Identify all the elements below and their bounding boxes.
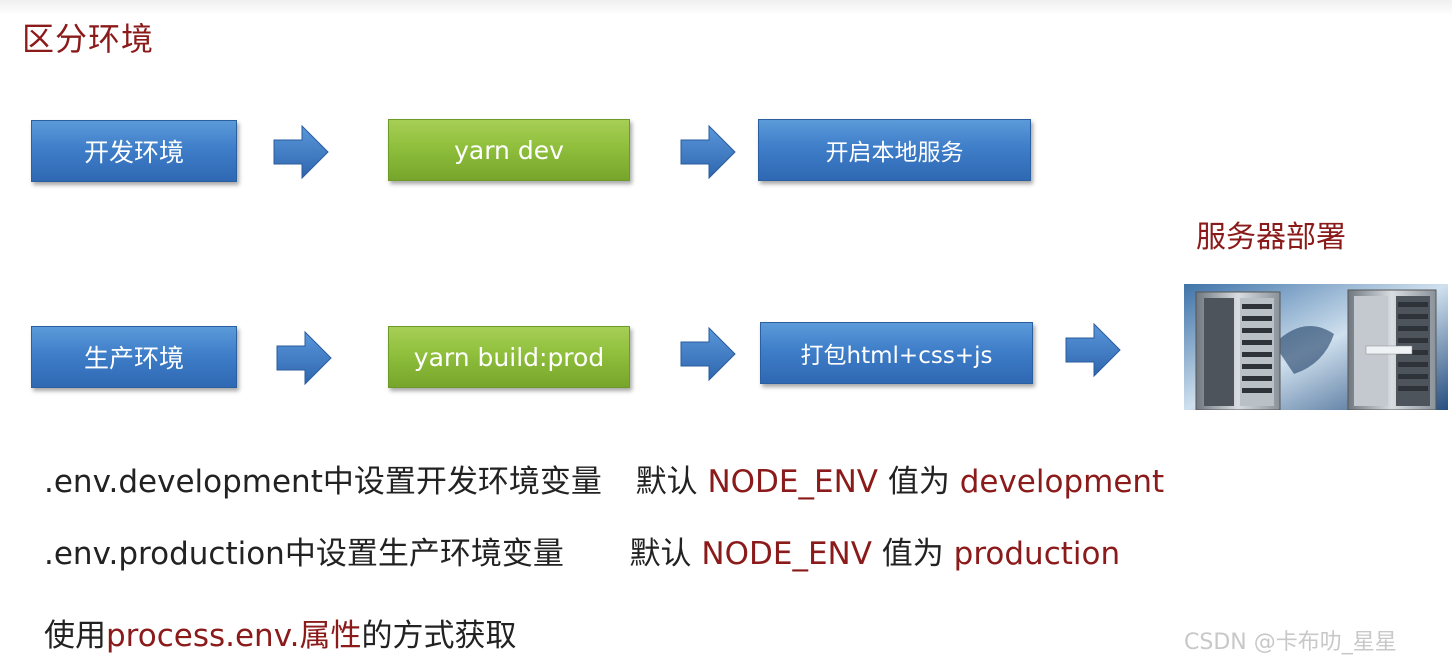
usage-note-line: 使用process.env.属性的方式获取 — [44, 610, 517, 655]
prod-var-name: NODE_ENV — [701, 536, 872, 572]
usage-highlight-attr: 属性 — [299, 618, 362, 654]
server-rack-image — [1184, 284, 1448, 410]
page-title: 区分环境 — [22, 20, 155, 58]
dev-default-label: 默认 — [635, 464, 698, 500]
right-arrow-icon — [273, 124, 329, 180]
watermark: CSDN @卡布叻_星星 — [1184, 630, 1397, 655]
header-band — [0, 0, 1452, 16]
dev-env-box: 开发环境 — [31, 120, 237, 182]
dev-value-label: 值为 — [887, 464, 950, 500]
prod-var-value: production — [953, 536, 1121, 572]
usage-prefix: 使用 — [44, 618, 106, 654]
dev-env-desc: 中设置开发环境变量 — [322, 464, 602, 500]
prod-result-box: 打包html+css+js — [760, 322, 1033, 384]
usage-highlight-env: process.env. — [106, 618, 300, 654]
dev-result-box: 开启本地服务 — [758, 119, 1031, 181]
prod-env-file: .env.production — [44, 536, 285, 572]
prod-env-desc: 中设置生产环境变量 — [284, 536, 564, 572]
dev-env-file: .env.development — [44, 464, 323, 500]
right-arrow-icon — [680, 124, 736, 180]
dev-note-line: .env.development中设置开发环境变量 默认 NODE_ENV 值为… — [44, 456, 1164, 501]
dev-var-value: development — [959, 464, 1165, 500]
prod-env-box: 生产环境 — [31, 326, 237, 388]
right-arrow-icon — [276, 330, 332, 386]
right-arrow-icon — [1065, 322, 1121, 378]
dev-var-name: NODE_ENV — [707, 464, 878, 500]
usage-suffix: 的方式获取 — [361, 618, 517, 654]
prod-note-line: .env.production中设置生产环境变量 默认 NODE_ENV 值为 … — [44, 528, 1120, 573]
right-arrow-icon — [680, 326, 736, 382]
prod-default-label: 默认 — [629, 536, 692, 572]
prod-command-box: yarn build:prod — [388, 326, 630, 388]
deploy-label: 服务器部署 — [1196, 220, 1346, 255]
prod-value-label: 值为 — [881, 536, 944, 572]
dev-command-box: yarn dev — [388, 119, 630, 181]
